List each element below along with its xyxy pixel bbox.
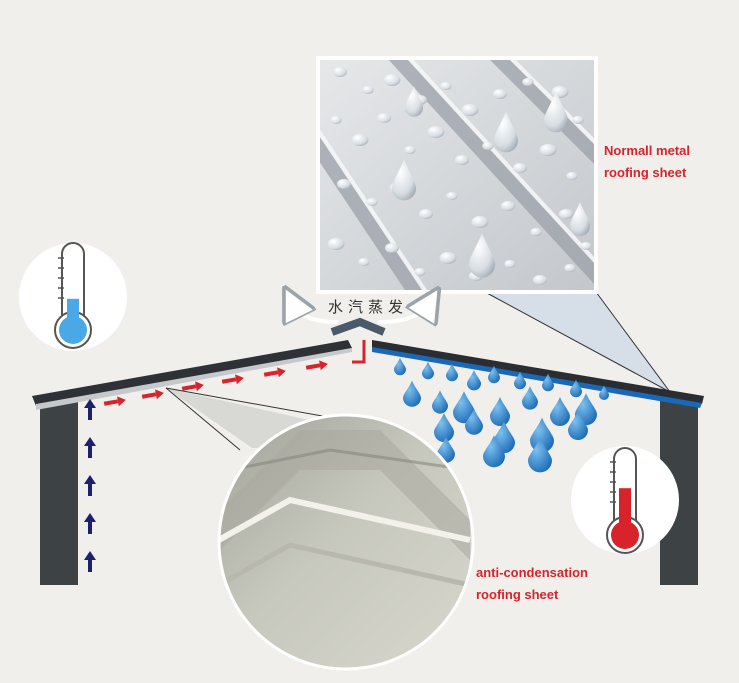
water-droplet-icon <box>403 380 421 407</box>
water-droplet-icon <box>440 82 452 90</box>
zoom-line <box>595 291 671 393</box>
airflow-arrow-icon <box>263 367 286 378</box>
water-droplet-icon <box>330 116 342 124</box>
water-droplet-icon <box>528 437 552 473</box>
water-droplet-icon <box>559 209 573 219</box>
airflow-arrow-icon <box>181 381 204 392</box>
water-droplet-icon <box>483 435 505 468</box>
water-droplet-icon <box>392 159 416 201</box>
water-droplet-icon <box>580 242 592 250</box>
water-droplet-icon <box>427 126 445 138</box>
airflow-arrow-icon <box>305 360 328 371</box>
water-droplet-icon <box>467 370 481 391</box>
water-droplet-icon <box>434 413 454 442</box>
anti-condensation-label-line1: anti-condensation <box>476 565 588 580</box>
roof-left <box>32 340 352 406</box>
water-droplet-icon <box>405 86 423 117</box>
ridge-cap <box>330 317 386 336</box>
evaporation-arrow-right <box>377 302 430 322</box>
thermometer-cold-icon <box>19 242 127 351</box>
anti-condensation-label: anti-condensation roofing sheet <box>476 562 588 606</box>
left-wall <box>40 400 78 585</box>
water-droplet-icon <box>493 89 507 99</box>
water-droplet-icon <box>522 386 538 410</box>
airflow-elbow <box>352 340 366 364</box>
evaporation-label: 水汽蒸发 <box>328 298 409 316</box>
water-droplet-icon <box>504 260 516 268</box>
rising-arrow-icon <box>84 437 96 458</box>
water-droplet-icon <box>358 258 370 266</box>
water-droplet-icon <box>599 385 609 400</box>
water-droplet-icon <box>533 275 547 285</box>
zoom-line <box>484 291 671 393</box>
normal-metal-label: Normall metal roofing sheet <box>604 140 690 184</box>
water-droplet-icon <box>550 397 570 426</box>
water-droplet-icon <box>490 397 510 426</box>
zoom-line <box>165 387 241 451</box>
water-droplet-icon <box>419 209 433 219</box>
water-droplet-icon <box>422 361 434 380</box>
water-droplet-icon <box>570 379 582 398</box>
water-droplet-icon <box>542 373 554 392</box>
rising-arrow-icon <box>84 551 96 572</box>
water-droplet-icon <box>471 216 489 228</box>
water-droplet-icon <box>572 116 584 124</box>
water-droplet-icon <box>482 142 494 150</box>
rising-arrow-icon <box>84 399 96 420</box>
water-droplet-icon <box>351 134 369 146</box>
water-droplet-icon <box>513 163 527 173</box>
water-droplet-icon <box>465 408 483 435</box>
inset-frame <box>316 56 598 294</box>
water-droplet-icon <box>544 91 568 133</box>
water-droplet-icon <box>539 144 557 156</box>
water-droplet-icon <box>439 252 457 264</box>
water-droplet-icon <box>530 417 554 453</box>
airflow-arrow-icon <box>141 389 164 400</box>
water-droplet-icon <box>337 179 351 189</box>
condensation-droplets <box>394 357 609 473</box>
airflow-arrow-icon <box>221 374 244 385</box>
roof-right <box>372 340 704 404</box>
airflow-arrow-icon <box>103 396 126 407</box>
anti-condensation-inset <box>217 413 475 671</box>
thermometer-hot-icon <box>571 446 679 554</box>
water-droplet-icon <box>530 228 542 236</box>
rising-air-arrows <box>84 399 96 572</box>
airflow-arrows <box>103 360 328 407</box>
water-droplet-icon <box>385 243 399 253</box>
water-droplet-icon <box>522 78 534 86</box>
water-droplet-icon <box>383 74 401 86</box>
water-droplet-icon <box>446 192 458 200</box>
water-droplet-icon <box>501 201 515 211</box>
water-droplet-icon <box>494 111 518 153</box>
water-droplet-icon <box>404 146 416 154</box>
rising-arrow-icon <box>84 475 96 496</box>
normal-metal-label-line1: Normall metal <box>604 143 690 158</box>
rising-arrow-icon <box>84 513 96 534</box>
water-droplet-icon <box>432 390 448 414</box>
normal-metal-label-line2: roofing sheet <box>604 165 687 180</box>
water-droplet-icon <box>366 198 378 206</box>
water-droplet-icon <box>469 233 495 278</box>
water-droplet-icon <box>453 391 475 424</box>
water-droplet-icon <box>414 268 426 276</box>
water-droplet-icon <box>455 155 469 165</box>
water-droplet-icon <box>570 202 590 236</box>
water-droplet-icon <box>568 411 588 440</box>
water-droplet-icon <box>333 67 347 77</box>
evaporation-arrow-left <box>292 302 339 322</box>
water-droplet-icon <box>514 371 526 390</box>
metal-sheet-inset <box>318 58 596 292</box>
water-droplet-icon <box>566 172 578 180</box>
water-droplet-icon <box>377 113 391 123</box>
water-droplet-icon <box>488 365 500 384</box>
water-droplet-icon <box>362 86 374 94</box>
water-droplet-icon <box>564 264 576 272</box>
water-droplet-icon <box>461 104 479 116</box>
water-droplet-icon <box>394 357 406 376</box>
anti-condensation-label-line2: roofing sheet <box>476 587 559 602</box>
water-droplet-icon <box>446 363 458 382</box>
water-droplet-icon <box>327 238 345 250</box>
